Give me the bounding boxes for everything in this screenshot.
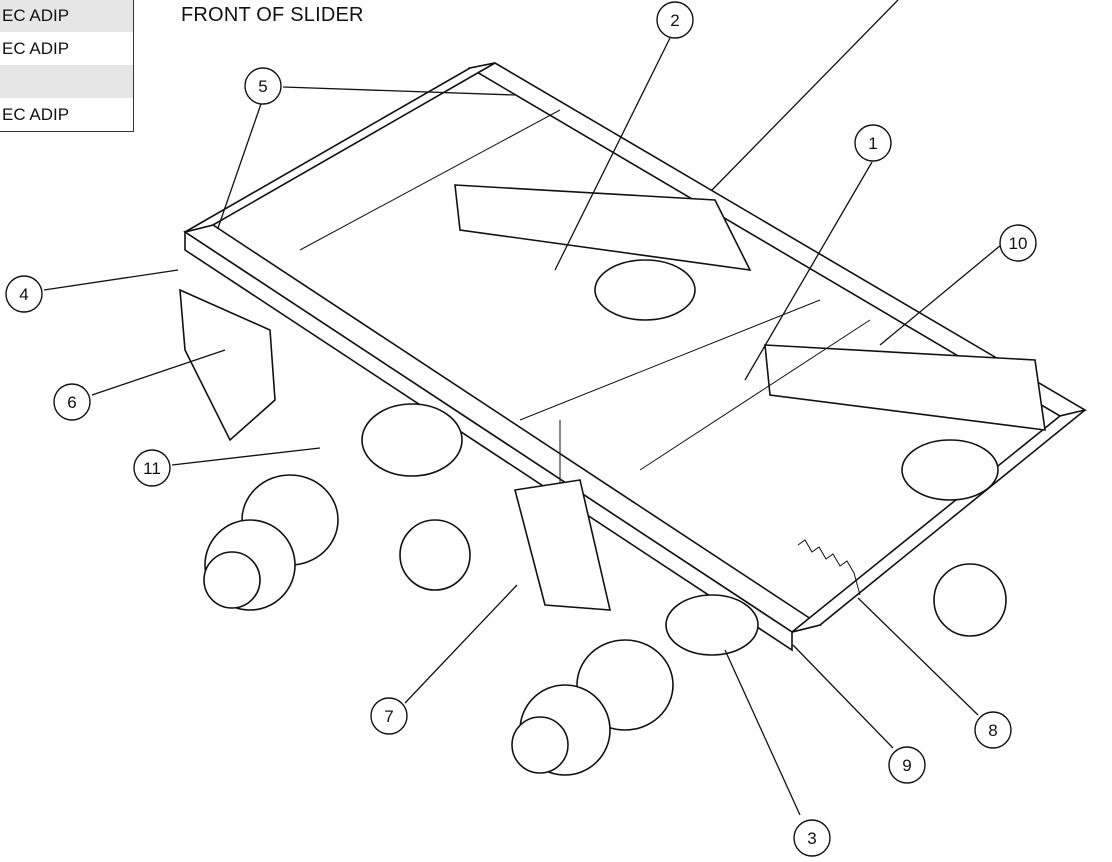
callout-circle (793, 819, 831, 857)
callout-number: 10 (1009, 234, 1028, 253)
callout-number: 8 (988, 721, 997, 740)
callout-3: 3 (793, 819, 831, 857)
callout-2: 2 (656, 1, 694, 39)
leader-line (43, 269, 179, 291)
air-spring-rear (594, 259, 696, 321)
callout-number: 9 (902, 756, 911, 775)
callout-number: 6 (67, 393, 76, 412)
callout-number: 11 (143, 459, 161, 478)
callout-circle (656, 1, 694, 39)
left-end-rail (184, 62, 496, 233)
leader-line (711, 0, 899, 191)
callout-8: 8 (974, 711, 1012, 749)
brake-chamber (399, 519, 471, 591)
callout-number: 3 (807, 829, 816, 848)
leader-line (857, 597, 979, 716)
callout-9: 9 (888, 746, 926, 784)
callout-circle (854, 124, 892, 162)
leader-line (744, 161, 873, 381)
air-springs (361, 259, 999, 656)
frame-detail-line (299, 109, 561, 251)
view-title: FRONT OF SLIDER (181, 4, 364, 26)
leader-line (554, 37, 671, 271)
hub-cap (511, 716, 569, 774)
leader-line (879, 244, 1002, 346)
callout-circle (133, 449, 171, 487)
brake-chamber (933, 563, 1007, 637)
callout-circle (974, 711, 1012, 749)
leader-line (217, 100, 263, 229)
parts-table-row (0, 65, 133, 98)
frame-detail-line (519, 299, 821, 421)
leader-line (404, 584, 518, 704)
hanger-right (514, 479, 612, 611)
callout-circle (244, 67, 282, 105)
hanger-left (179, 288, 276, 442)
return-spring (797, 539, 861, 596)
leader-line (171, 447, 321, 466)
callout-number: 4 (19, 285, 28, 304)
callout-11: 11 (133, 449, 171, 487)
callout-5: 5 (244, 67, 282, 105)
callout-number: 2 (670, 11, 679, 30)
callout-7: 7 (370, 697, 408, 735)
frame-detail-line (639, 319, 871, 471)
leader-lines (43, 0, 1002, 816)
cross-member-front (764, 344, 1046, 431)
callout-circle (5, 275, 43, 313)
hub-cap (203, 551, 261, 609)
callout-circle (53, 383, 91, 421)
callout-number: 7 (384, 707, 393, 726)
wheel-end-right (511, 563, 1007, 776)
callout-number: 5 (258, 77, 267, 96)
slider-frame (183, 62, 1088, 652)
leader-line (282, 86, 516, 96)
parts-table-row: EC ADIP (0, 0, 133, 32)
wheel-end-left (203, 474, 471, 611)
air-spring-front (901, 439, 999, 501)
callout-circle (999, 224, 1037, 262)
cross-member-rear (454, 184, 752, 271)
leader-line (792, 644, 894, 749)
callout-4: 4 (5, 275, 43, 313)
parts-table-row: EC ADIP (2, 39, 70, 58)
callout-circle (888, 746, 926, 784)
front-rail-web (184, 230, 793, 652)
callout-1: 1 (854, 124, 892, 162)
parts-table: EC ADIP EC ADIP EC ADIP (0, 0, 134, 132)
callout-number: 1 (868, 134, 877, 153)
leader-line (724, 649, 801, 816)
air-spring-left (361, 403, 463, 477)
parts-table-row: EC ADIP (2, 105, 70, 124)
air-spring-center (665, 594, 759, 656)
callout-6: 6 (53, 383, 91, 421)
callout-10: 10 (999, 224, 1037, 262)
callout-circle (370, 697, 408, 735)
leader-line (91, 349, 226, 396)
